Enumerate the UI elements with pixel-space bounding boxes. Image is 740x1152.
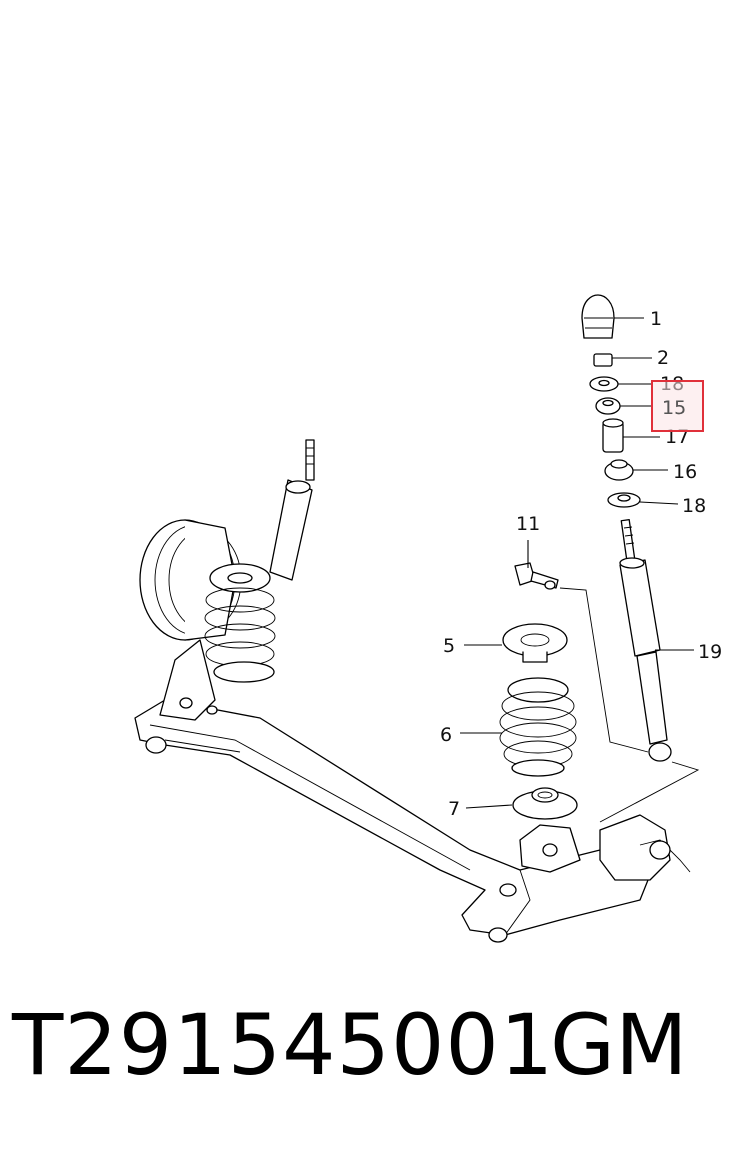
callout-18-lower: 18 (682, 495, 706, 517)
brand-name: GM (550, 996, 688, 1094)
highlight-box-part-15 (651, 380, 704, 432)
part-number-code: T291545001 (12, 996, 555, 1094)
part-18-washer-lower (607, 492, 641, 508)
part-6-coil-spring (499, 677, 577, 777)
callout-11: 11 (516, 513, 540, 535)
part-18-washer-upper (589, 376, 619, 392)
part-7-spring-seat-lower (512, 787, 578, 820)
part-19-shock-absorber (619, 518, 672, 762)
part-16-bushing (604, 459, 634, 481)
callout-2: 2 (657, 347, 669, 369)
callout-19: 19 (698, 641, 722, 663)
callout-1: 1 (650, 308, 662, 330)
part-17-spacer (602, 418, 624, 453)
part-15-bushing (595, 397, 621, 415)
callout-7: 7 (448, 798, 460, 820)
left-shock-absorber (269, 439, 315, 581)
left-coil-spring (204, 563, 276, 683)
leader-lines (460, 317, 700, 823)
brake-drum (139, 519, 242, 721)
part-2-nut (593, 353, 613, 367)
part-5-spring-seat-upper (502, 623, 568, 663)
part-11-bolt (514, 562, 559, 590)
callout-16: 16 (673, 461, 697, 483)
part-1-bump-stop (581, 294, 615, 339)
callout-15-highlighted: 15 (662, 397, 686, 419)
callout-6: 6 (440, 724, 452, 746)
callout-5: 5 (443, 635, 455, 657)
rear-axle-beam (134, 699, 691, 943)
